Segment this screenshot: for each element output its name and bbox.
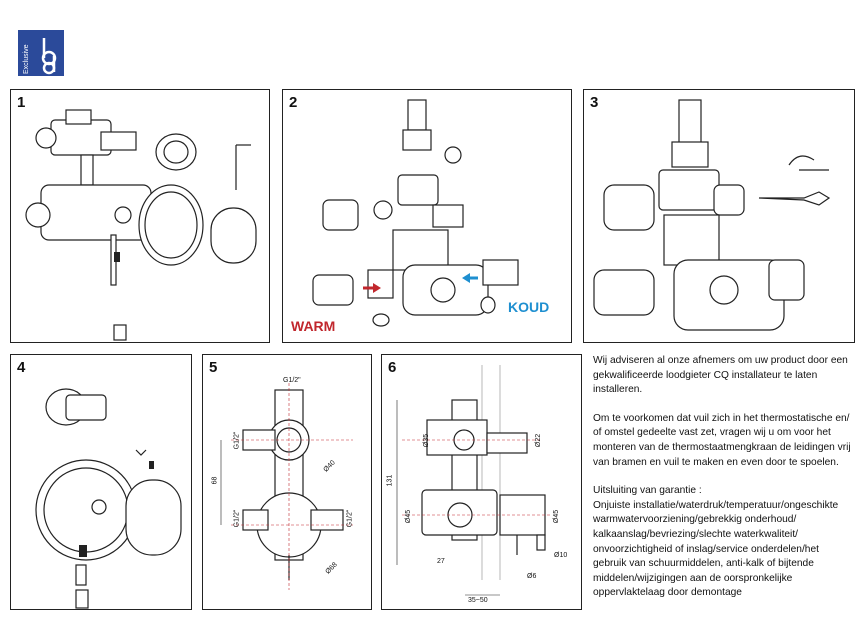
- step-panel-1: 1: [10, 89, 270, 343]
- bd-logo-icon: [41, 38, 57, 75]
- dim-dia-small: Ø35: [423, 433, 431, 448]
- warranty-paragraph: Uitsluiting van garantie : Onjuiste inst…: [593, 484, 855, 601]
- dim-dia-45-right: Ø45: [553, 509, 561, 524]
- step-number: 4: [17, 359, 26, 376]
- step-panel-2: 2 WARM KOUD: [282, 89, 572, 343]
- dimension-drawing-front: [220, 383, 353, 590]
- installed-valve-drawing: [593, 99, 831, 331]
- step-panel-6: 6 Ø35 Ø22 131 Ø45 Ø45 27 Ø10 Ø6 35~50: [381, 354, 582, 610]
- dim-left-thread-bottom: G1/2": [233, 509, 241, 528]
- warm-label: WARM: [291, 318, 336, 334]
- advice-paragraph: Wij adviseren al onze afnemers om uw pro…: [593, 355, 848, 396]
- flush-paragraph: Om te voorkomen dat vuil zich in het the…: [593, 412, 851, 468]
- dim-dia-22: Ø22: [535, 433, 543, 448]
- warranty-body: Onjuiste installatie/waterdruk/temperatu…: [593, 499, 839, 599]
- step-number: 5: [209, 359, 218, 376]
- dim-width-27: 27: [437, 558, 445, 565]
- step-panel-5: 5 G1/2" G1/2" Ø40 68 G1/2" G1/2" Ø68: [202, 354, 372, 610]
- step-panel-3: 3: [583, 89, 855, 343]
- dim-right-thread: G1/2": [346, 509, 354, 528]
- dim-height: 68: [211, 476, 219, 485]
- exploded-valve-drawing: [25, 109, 257, 341]
- dimension-drawing-side: [396, 365, 552, 596]
- dim-height: 131: [386, 474, 394, 487]
- dim-range: 35~50: [468, 597, 488, 604]
- dim-dia-10: Ø10: [554, 552, 568, 559]
- step-number: 3: [590, 94, 599, 111]
- instructions-text: Wij adviseren al onze afnemers om uw pro…: [593, 354, 855, 601]
- brand-logo: Exclusive: [18, 30, 64, 76]
- handle-assembly-drawing: [35, 388, 182, 609]
- brand-text: Exclusive: [23, 44, 30, 74]
- valve-connection-drawing: [312, 99, 519, 327]
- dim-dia-45-left: Ø45: [405, 509, 413, 524]
- step-number: 2: [289, 94, 298, 111]
- warranty-title: Uitsluiting van garantie :: [593, 485, 702, 497]
- dim-top-thread: G1/2": [283, 377, 301, 384]
- dim-dia-6: Ø6: [527, 573, 537, 580]
- dim-left-thread-top: G1/2": [233, 431, 241, 450]
- koud-label: KOUD: [508, 299, 550, 315]
- step-number: 1: [17, 94, 26, 111]
- step-panel-4: 4: [10, 354, 192, 610]
- step-number: 6: [388, 359, 397, 376]
